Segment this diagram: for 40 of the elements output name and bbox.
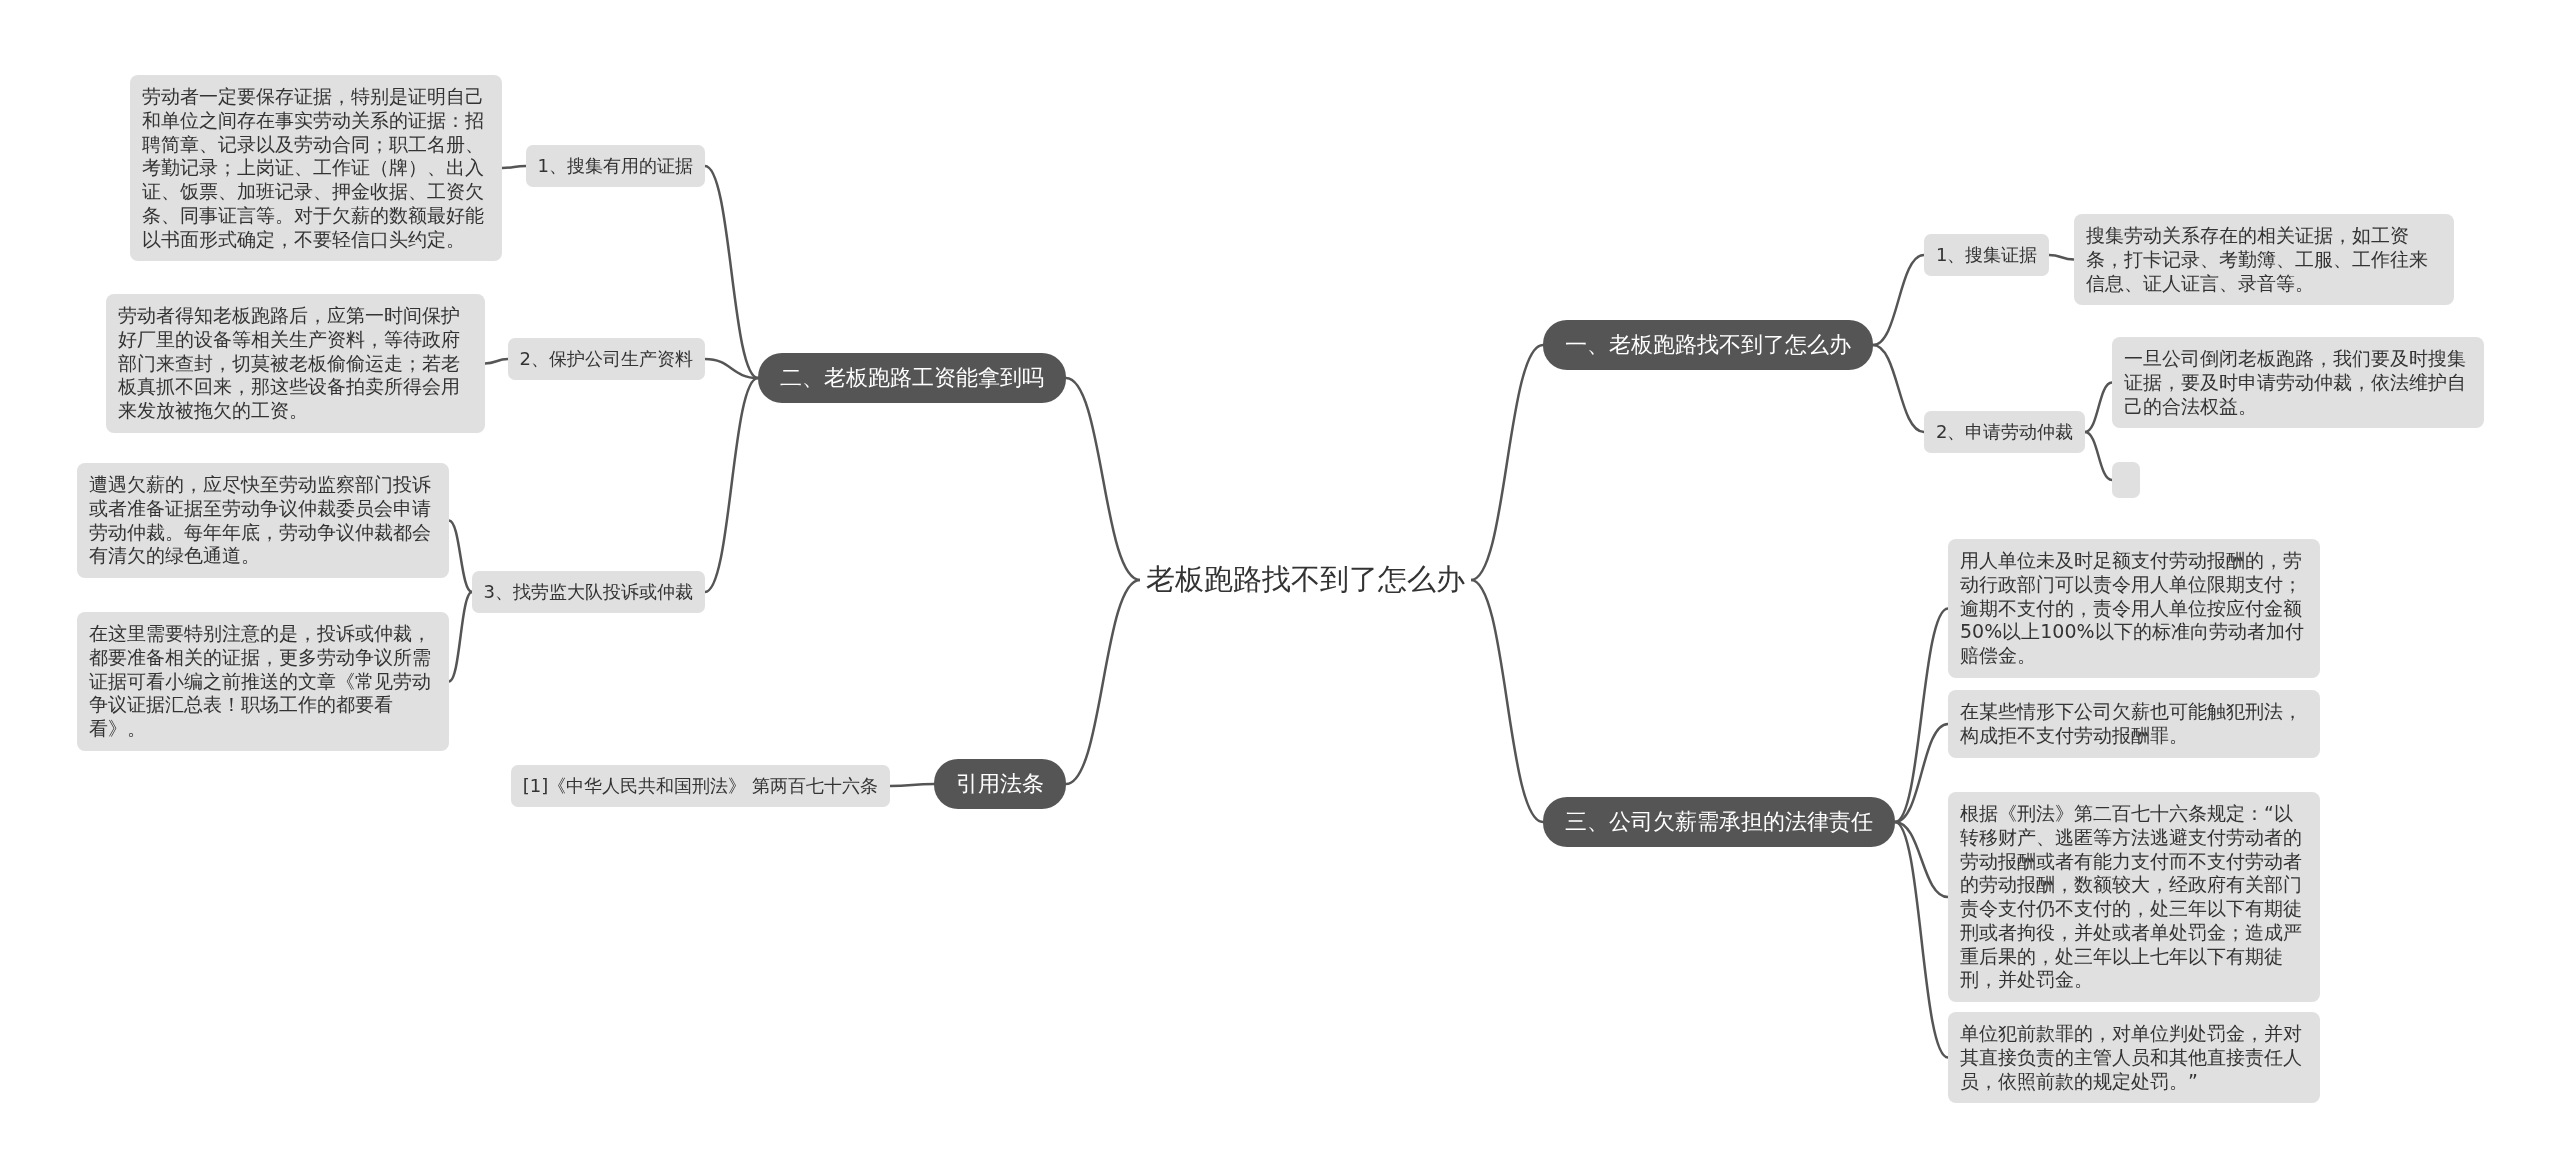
branch-topic: 三、公司欠薪需承担的法律责任 xyxy=(1543,797,1895,847)
connector-line xyxy=(1894,821,1949,1059)
connector-line xyxy=(1065,376,1141,582)
connector-line xyxy=(1872,253,1925,347)
subtopic-box: 1、搜集证据 xyxy=(1924,234,2050,276)
note-box: 一旦公司倒闭老板跑路，我们要及时搜集证据，要及时申请劳动仲裁，依法维护自己的合法权益。 xyxy=(2112,337,2484,429)
note-box: 在某些情形下公司欠薪也可能触犯刑法，构成拒不支付劳动报酬罪。 xyxy=(1948,690,2320,758)
connector-line xyxy=(704,164,759,380)
connector-line xyxy=(2048,253,2075,261)
connector-line xyxy=(1872,343,1925,434)
connector-line xyxy=(502,164,526,170)
note-box: 劳动者一定要保存证据，特别是证明自己和单位之间存在事实劳动关系的证据：招聘简章、记录以及劳动合同；职工名册、考勤记录；上岗证、工作证（牌）、出入证、饭票、加班记录、押金收据、工资欠条、同事证言等。对于欠薪的数额最好能以书面形式确定，不要轻信口头约定。 xyxy=(130,75,502,262)
connector-line xyxy=(448,519,473,594)
connector-line xyxy=(1470,578,1544,824)
subtopic-box: 2、申请劳动仲裁 xyxy=(1924,411,2086,453)
connector-line xyxy=(448,590,473,683)
branch-topic: 一、老板跑路找不到了怎么办 xyxy=(1543,320,1873,370)
subtopic-box: 2、保护公司生产资料 xyxy=(507,338,705,380)
connector-line xyxy=(1470,343,1544,582)
connector-line xyxy=(1894,722,1949,824)
subtopic-box: 3、找劳监大队投诉或仲裁 xyxy=(471,571,705,613)
branch-topic: 二、老板跑路工资能拿到吗 xyxy=(758,353,1066,403)
note-box: 劳动者得知老板跑路后，应第一时间保护好厂里的设备等相关生产资料，等待政府部门来查封，切莫被老板偷偷运走；若老板真抓不回来，那这些设备拍卖所得会用来发放被拖欠的工资。 xyxy=(106,294,485,433)
connector-line xyxy=(484,357,509,365)
note-box: 用人单位未及时足额支付劳动报酬的，劳动行政部门可以责令用人单位限期支付；逾期不支付的，责令用人单位按应付金额50%以上100%以下的标准向劳动者加付赔偿金。 xyxy=(1948,539,2320,678)
connector-line xyxy=(2084,430,2113,482)
connector-line xyxy=(1065,578,1141,786)
central-topic: 老板跑路找不到了怎么办 xyxy=(1140,556,1471,604)
note-box: 单位犯前款罪的，对单位判处罚金，并对其直接负责的主管人员和其他直接责任人员，依照前款的规定处罚。” xyxy=(1948,1012,2320,1104)
subtopic-box: [1]《中华人民共和国刑法》 第两百七十六条 xyxy=(510,765,890,807)
branch-topic: 引用法条 xyxy=(934,759,1066,809)
connector-line xyxy=(704,376,759,594)
note-box: 搜集劳动关系存在的相关证据，如工资条，打卡记录、考勤簿、工服、工作往来信息、证人证言、录音等。 xyxy=(2074,214,2454,306)
subtopic-box: 1、搜集有用的证据 xyxy=(525,145,705,187)
note-box: 遭遇欠薪的，应尽快至劳动监察部门投诉或者准备证据至劳动争议仲裁委员会申请劳动仲裁。每年年底，劳动争议仲裁都会有清欠的绿色通道。 xyxy=(77,463,449,578)
note-box: 在这里需要特别注意的是，投诉或仲裁，都要准备相关的证据，更多劳动争议所需证据可看小编之前推送的文章《常见劳动争议证据汇总表！职场工作的都要看看》。 xyxy=(77,612,449,751)
connector-line xyxy=(890,782,934,788)
connector-line xyxy=(2084,381,2113,434)
empty-box xyxy=(2112,462,2140,498)
note-box: 根据《刑法》第二百七十六条规定：“以转移财产、逃匿等方法逃避支付劳动者的劳动报酬或者有能力支付而不支付劳动者的劳动报酬，数额较大，经政府有关部门责令支付仍不支付的，处三年以下有期徒刑或者拘役，并处或者单处罚金；造成严重后果的，处三年以上七年以下有期徒刑，并处罚金。 xyxy=(1948,792,2320,1002)
